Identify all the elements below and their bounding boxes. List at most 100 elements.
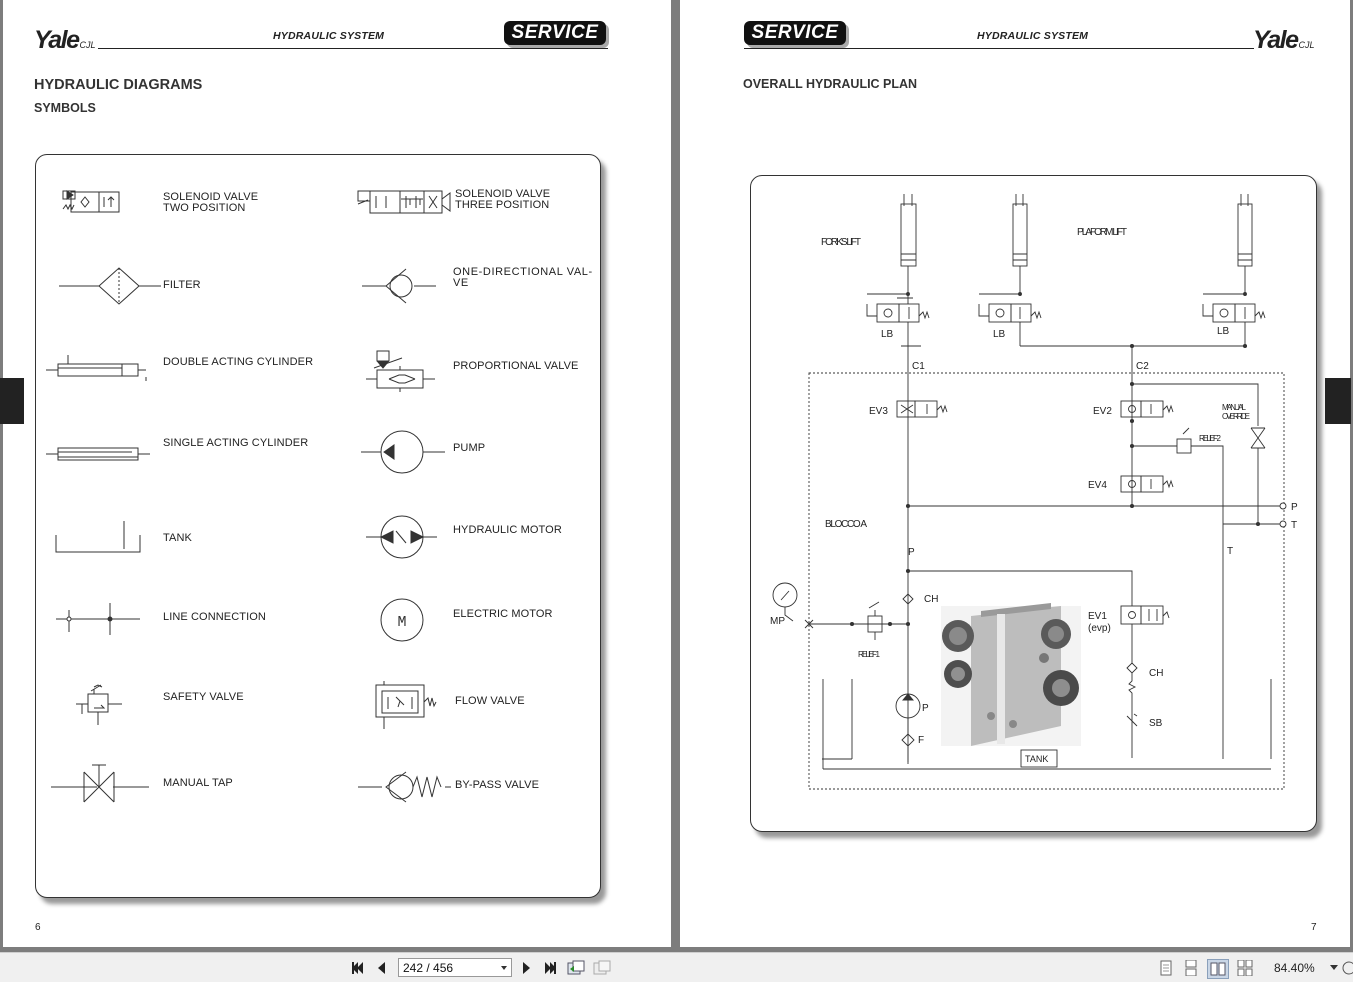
relief1-label: RELIEF 1 [858, 650, 881, 659]
ev1-label: EV1 [1088, 611, 1107, 622]
single-acting-cylinder-symbol [46, 447, 150, 461]
p-port-label: P [1291, 502, 1298, 513]
page-subtitle: SYMBOLS [34, 101, 96, 115]
symbol-label: SOLENOID VALVE THREE POSITION [455, 188, 551, 211]
one-directional-valve-symbol [362, 268, 436, 304]
zoom-in-icon[interactable] [1341, 959, 1353, 977]
symbol-label: LINE CONNECTION [163, 611, 266, 623]
p-line-label: P [908, 547, 915, 558]
next-page-icon[interactable] [517, 959, 535, 977]
left-page: YaleCJL HYDRAULIC SYSTEM SERVICE HYDRAUL… [3, 0, 671, 947]
cylinder-symbol [900, 194, 917, 294]
cylinder-symbol [1237, 194, 1253, 294]
double-acting-cylinder-symbol [46, 355, 147, 381]
tank-label-box [1020, 749, 1058, 768]
cylinder-symbol [1012, 194, 1028, 294]
yale-logo: YaleCJL [1253, 26, 1315, 54]
right-page: SERVICE HYDRAULIC SYSTEM YaleCJL OVERALL… [680, 0, 1350, 947]
viewer-toolbar: 242 / 456 84.40% [0, 952, 1353, 982]
symbol-label: FILTER [163, 279, 201, 291]
two-page-icon[interactable] [1207, 959, 1229, 979]
symbol-label: PROPORTIONAL VALVE [453, 360, 579, 372]
tank-label: TANK [1025, 754, 1048, 764]
t-line-label: T [1227, 546, 1233, 557]
pump-symbol [361, 430, 445, 474]
lb-valve-symbol [1202, 292, 1266, 346]
last-page-icon[interactable] [541, 959, 559, 977]
hydraulic-plan-drawing: FORKS LIFT PLAFORM LIFT LB LB LB C1 C2 E… [770, 194, 1298, 790]
blocco-a-label: BLOCCO A [825, 519, 867, 530]
filter-f-label: F [918, 735, 924, 746]
lb-valve-symbol [866, 292, 930, 347]
two-page-continuous-icon[interactable] [1236, 959, 1254, 977]
lb-valve-symbol [978, 292, 1042, 346]
platform-lift-label: PLAFORM LIFT [1077, 227, 1127, 238]
service-badge: SERVICE [504, 21, 606, 45]
t-port-label: T [1291, 520, 1297, 531]
page-number-input[interactable]: 242 / 456 [398, 958, 512, 977]
hydraulic-plan-panel: FORKS LIFT PLAFORM LIFT LB LB LB C1 C2 E… [750, 175, 1317, 832]
section-title: HYDRAULIC SYSTEM [273, 30, 385, 42]
service-badge: SERVICE [744, 21, 846, 45]
forks-lift-label: FORKS LIFT [821, 237, 861, 248]
symbol-label: ELECTRIC MOTOR [453, 608, 553, 620]
symbol-label: DOUBLE ACTING CYLINDER [163, 356, 314, 368]
symbol-label: HYDRAULIC MOTOR [453, 524, 562, 536]
proportional-valve-symbol [366, 350, 435, 392]
previous-page-icon[interactable] [373, 959, 391, 977]
c2-label: C2 [1136, 361, 1149, 372]
evp-label: (evp) [1088, 623, 1111, 634]
go-back-icon[interactable] [567, 959, 585, 977]
go-forward-icon[interactable] [593, 959, 611, 977]
ev3-label: EV3 [869, 406, 888, 417]
symbols-panel: M [35, 154, 601, 898]
zoom-level[interactable]: 84.40% [1274, 961, 1315, 975]
zoom-dropdown-icon[interactable] [1329, 959, 1339, 977]
page-number: 7 [1311, 922, 1317, 933]
page-title: HYDRAULIC DIAGRAMS [34, 77, 203, 93]
continuous-icon[interactable] [1182, 959, 1200, 977]
chapter-tab-left [0, 378, 24, 424]
sb-label: SB [1149, 718, 1163, 729]
document-viewport[interactable]: YaleCJL HYDRAULIC SYSTEM SERVICE HYDRAUL… [0, 0, 1353, 952]
block-a-outline [808, 372, 1285, 790]
safety-valve-symbol [76, 684, 122, 725]
lb-label: LB [1217, 326, 1230, 337]
main-lines [822, 346, 1272, 770]
symbol-label: PUMP [453, 442, 486, 454]
lb-label: LB [993, 329, 1006, 340]
symbol-label: MANUAL TAP [163, 777, 233, 789]
symbol-label: FLOW VALVE [455, 695, 525, 707]
ev2-label: EV2 [1093, 406, 1112, 417]
header-rule [98, 48, 608, 49]
electric-motor-symbol: M [380, 598, 424, 642]
symbol-label: SINGLE ACTING CYLINDER [163, 437, 309, 449]
symbol-label: SOLENOID VALVE TWO POSITION [163, 191, 259, 214]
ch-label: CH [924, 594, 938, 605]
symbols-drawing: M [46, 190, 451, 803]
pump-p-label: P [922, 703, 929, 714]
override-label: OVERRIDE [1222, 412, 1250, 421]
mp-label: MP [770, 616, 785, 627]
single-page-icon[interactable] [1157, 959, 1175, 977]
section-title: HYDRAULIC SYSTEM [977, 30, 1089, 42]
line-connection-symbol [56, 603, 140, 635]
page-dropdown-icon [501, 966, 507, 970]
hydraulic-motor-symbol [366, 515, 437, 559]
symbol-label: BY-PASS VALVE [455, 779, 540, 791]
tank-symbol [55, 521, 141, 553]
symbol-label: SAFETY VALVE [163, 691, 244, 703]
header-rule [744, 48, 1254, 49]
by-pass-valve-symbol [358, 771, 451, 803]
filter-symbol [59, 267, 161, 305]
symbol-label: ONE-DIRECTIONAL VAL- VE [453, 266, 593, 289]
chapter-tab-right [1325, 378, 1351, 424]
solenoid-valve-two-position-symbol [62, 190, 120, 213]
solenoid-valve-three-position-symbol [357, 190, 451, 214]
first-page-icon[interactable] [349, 959, 367, 977]
symbol-label: TANK [163, 532, 192, 544]
page-title: OVERALL HYDRAULIC PLAN [743, 77, 918, 91]
page-number: 6 [35, 922, 41, 933]
flow-valve-symbol [375, 681, 437, 729]
valve-block-photo [941, 603, 1081, 746]
